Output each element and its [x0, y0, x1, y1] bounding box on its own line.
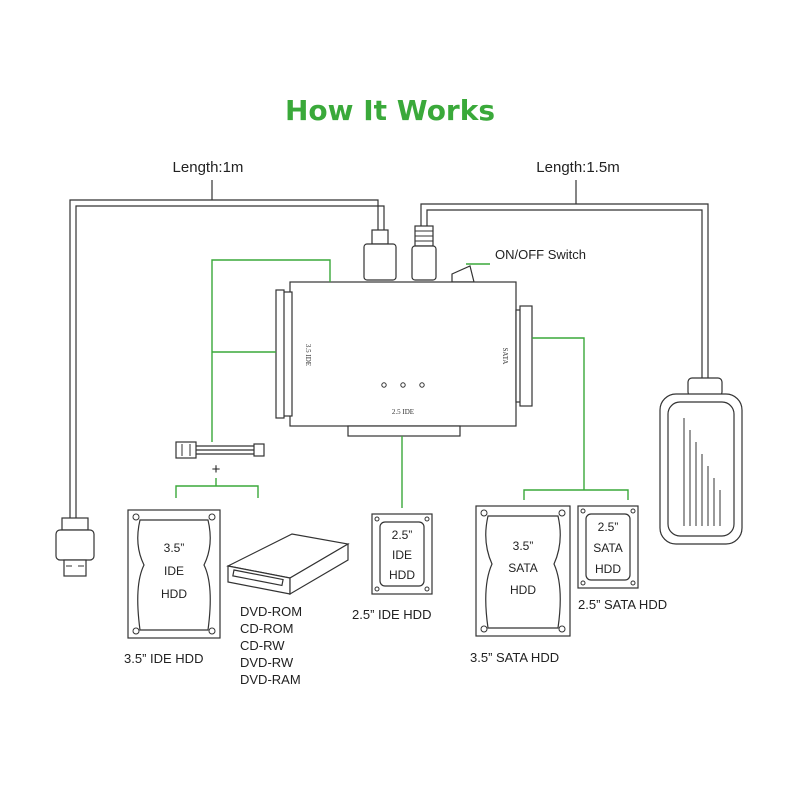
screw-icon — [630, 580, 636, 586]
usb-a-body — [55, 529, 95, 561]
hdd-25-sata-kind: HDD — [595, 562, 621, 576]
hdd-35-sata: 3.5” SATA HDD 3.5” SATA HDD — [470, 505, 571, 665]
plus-sign: + — [212, 461, 221, 478]
led-1-icon — [381, 382, 387, 388]
ide-25-port — [347, 425, 461, 437]
usb-b-plug-icon — [363, 243, 397, 281]
molex-wire-end — [253, 443, 265, 457]
hdd-35-ide-platter-outline — [137, 519, 211, 631]
hdd-25-sata-size: 2.5” — [598, 520, 619, 534]
switch-label: ON/OFF Switch — [495, 247, 586, 262]
screw-icon — [480, 625, 488, 633]
screw-icon — [424, 586, 430, 592]
power-adapter-strain-relief — [687, 377, 723, 397]
screw-icon — [424, 516, 430, 522]
screw-icon — [580, 508, 586, 514]
ide-35-port-frame — [275, 289, 285, 419]
hdd-25-sata-platter-outline — [585, 513, 631, 581]
optical-drive-5: DVD-RAM — [240, 672, 301, 687]
molex-power-connector: + — [175, 441, 265, 478]
hdd-35-sata-caption: 3.5” SATA HDD — [470, 650, 559, 665]
hdd-35-ide: 3.5” IDE HDD 3.5” IDE HDD — [124, 509, 221, 666]
hdd-25-sata-type: SATA — [593, 541, 623, 555]
optical-drive-3: CD-RW — [240, 638, 285, 653]
on-off-switch: ON/OFF Switch — [451, 247, 586, 283]
molex-plug-icon — [175, 441, 197, 459]
hdd-25-ide-kind: HDD — [389, 568, 415, 582]
hdd-25-ide-caption: 2.5” IDE HDD — [352, 607, 431, 622]
screw-icon — [374, 586, 380, 592]
hdd-35-ide-type: IDE — [164, 564, 184, 578]
usb-a-plug-icon — [63, 559, 87, 577]
screw-icon — [132, 513, 140, 521]
power-adapter-face — [667, 401, 735, 537]
adapter-unit: 3.5 IDE SATA 2.5 IDE — [275, 281, 533, 437]
connection-lines — [175, 259, 629, 508]
optical-drive: DVD-ROM CD-ROM CD-RW DVD-RW DVD-RAM — [226, 533, 350, 687]
usb-b-collar — [371, 229, 389, 245]
screw-icon — [480, 509, 488, 517]
power-adapter-vents — [683, 418, 721, 526]
hdd-35-sata-size: 3.5” — [513, 539, 534, 553]
port-right-label: SATA — [501, 348, 509, 365]
switch-toggle-icon — [451, 265, 475, 283]
optical-drive-side — [289, 542, 349, 596]
hdd-25-sata: 2.5” SATA HDD 2.5” SATA HDD — [577, 505, 667, 612]
screw-icon — [208, 627, 216, 635]
screw-icon — [208, 513, 216, 521]
optical-drive-4: DVD-RW — [240, 655, 294, 670]
optical-drive-tray — [232, 569, 284, 587]
page-title: How It Works — [285, 94, 495, 127]
hdd-25-ide-type: IDE — [392, 548, 412, 562]
hdd-35-sata-kind: HDD — [510, 583, 536, 597]
hdd-25-ide: 2.5” IDE HDD 2.5” IDE HDD — [352, 513, 433, 622]
power-plug-icon — [411, 245, 437, 281]
screw-icon — [630, 508, 636, 514]
led-3-icon — [419, 382, 425, 388]
hdd-35-ide-caption: 3.5” IDE HDD — [124, 651, 203, 666]
screw-icon — [558, 509, 566, 517]
screw-icon — [132, 627, 140, 635]
adapter-body — [289, 281, 517, 427]
power-cable: Length:1.5m — [411, 159, 743, 545]
cable-left-length-label: Length:1m — [173, 159, 244, 176]
hdd-25-ide-platter-outline — [379, 521, 425, 587]
screw-icon — [558, 625, 566, 633]
hdd-25-sata-caption: 2.5” SATA HDD — [578, 597, 667, 612]
screw-icon — [374, 516, 380, 522]
hdd-35-ide-size: 3.5” — [164, 541, 185, 555]
hdd-25-ide-size: 2.5” — [392, 528, 413, 542]
hdd-35-sata-type: SATA — [508, 561, 538, 575]
port-left-label: 3.5 IDE — [304, 344, 312, 366]
cable-right-length-label: Length:1.5m — [536, 159, 619, 176]
usb-a-collar — [61, 517, 89, 531]
optical-drive-2: CD-ROM — [240, 621, 293, 636]
sata-port-frame — [519, 305, 533, 407]
port-bottom-label: 2.5 IDE — [392, 408, 414, 416]
hdd-35-sata-platter-outline — [485, 515, 561, 629]
optical-drive-1: DVD-ROM — [240, 604, 302, 619]
usb-cable: Length:1m — [55, 159, 397, 577]
hdd-35-ide-kind: HDD — [161, 587, 187, 601]
screw-icon — [580, 580, 586, 586]
led-2-icon — [400, 382, 406, 388]
